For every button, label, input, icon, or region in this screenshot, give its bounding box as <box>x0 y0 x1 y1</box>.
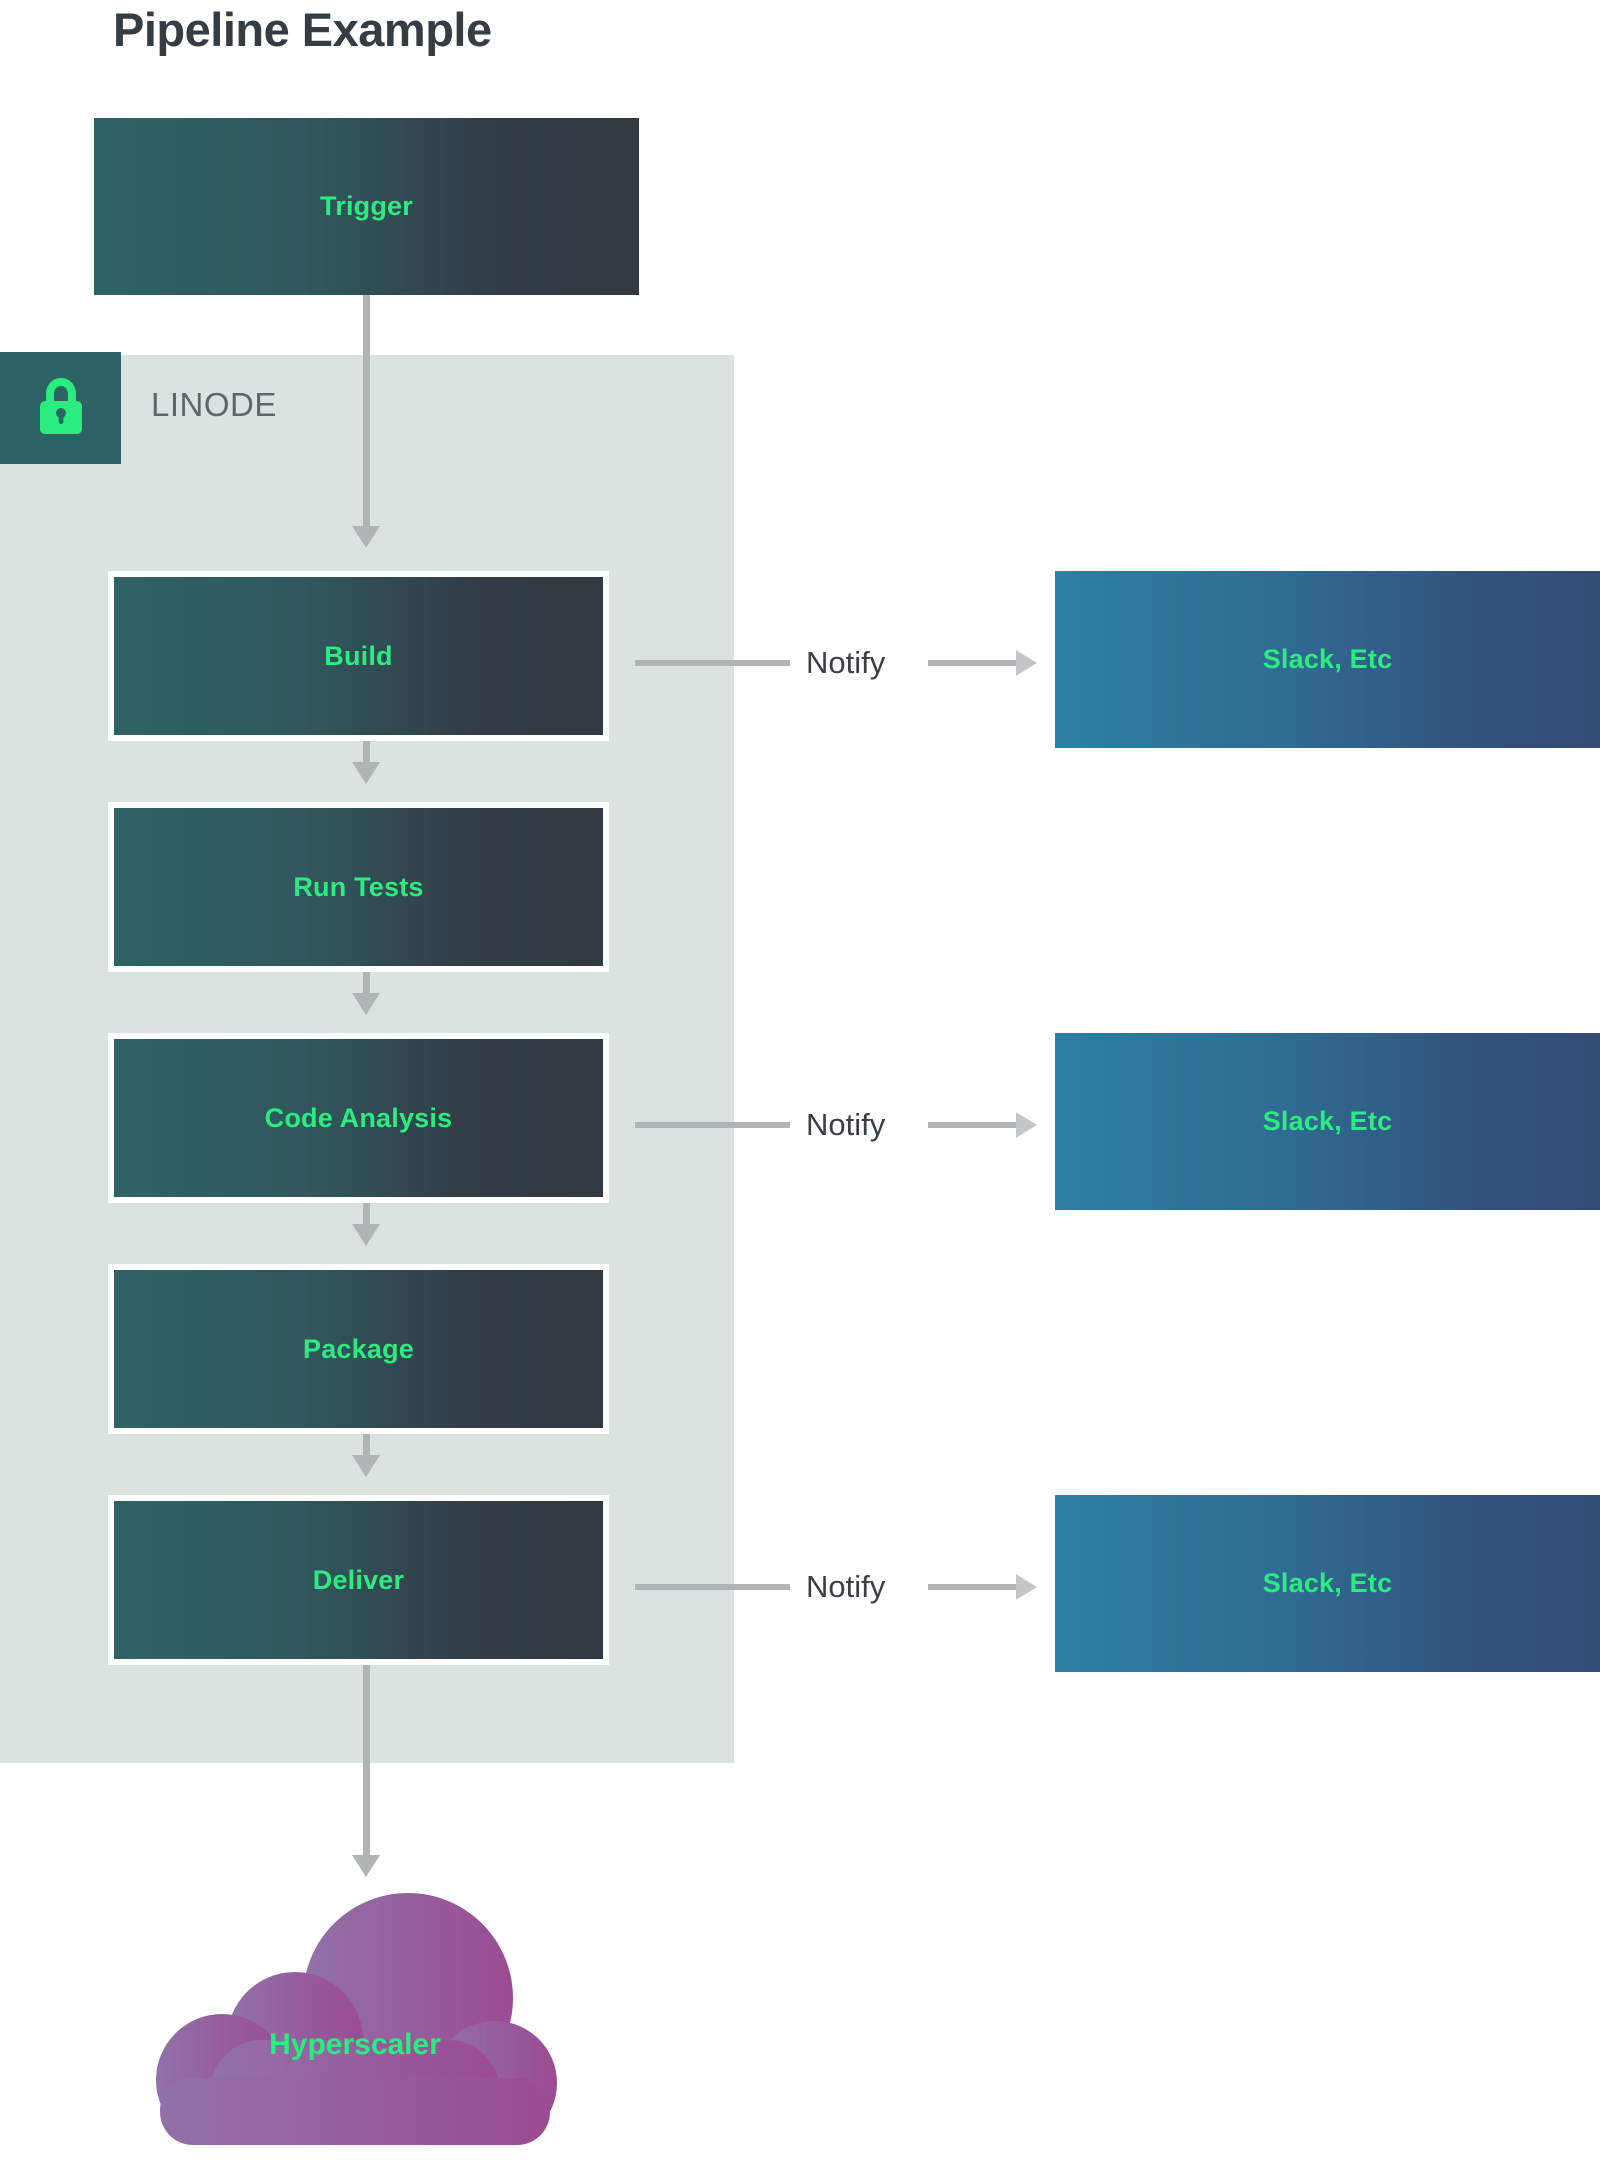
node-slack-2-label: Slack, Etc <box>1262 1106 1393 1136</box>
arrowhead-notify-2 <box>1016 1112 1037 1138</box>
node-deliver-label: Deliver <box>312 1564 405 1595</box>
notify-line-right-2 <box>928 1122 1018 1128</box>
notify-line-right-1 <box>928 660 1018 666</box>
notify-line-left-2 <box>635 1122 790 1128</box>
arrowhead-deliver-to-cloud <box>352 1855 380 1877</box>
node-code-analysis-label: Code Analysis <box>264 1102 453 1133</box>
node-slack-1-label: Slack, Etc <box>1262 644 1393 674</box>
cloud-icon <box>156 1893 557 2146</box>
node-hyperscaler-label: Hyperscaler <box>269 2028 441 2061</box>
node-code-analysis-inner: Code Analysis <box>114 1039 603 1197</box>
node-trigger-label: Trigger <box>320 191 413 221</box>
node-slack-1[interactable]: Slack, Etc <box>1055 571 1600 748</box>
node-package-label: Package <box>303 1333 414 1364</box>
node-trigger[interactable]: Trigger <box>94 118 639 295</box>
page-title: Pipeline Example <box>113 3 492 56</box>
notify-label-3: Notify <box>806 1569 886 1604</box>
arrowhead-build-to-runtests <box>352 762 380 784</box>
node-slack-2[interactable]: Slack, Etc <box>1055 1033 1600 1210</box>
linode-badge <box>0 352 121 464</box>
connector-package-to-deliver <box>363 1434 370 1470</box>
connector-build-to-runtests <box>363 741 370 777</box>
arrowhead-trigger-to-build <box>352 526 380 548</box>
notify-line-right-3 <box>928 1584 1018 1590</box>
node-deliver-inner: Deliver <box>114 1501 603 1659</box>
lock-icon <box>33 375 89 442</box>
notify-line-left-3 <box>635 1584 790 1590</box>
arrowhead-notify-3 <box>1016 1574 1037 1600</box>
notify-label-2: Notify <box>806 1107 886 1142</box>
node-deliver[interactable]: Deliver <box>108 1495 609 1665</box>
node-package[interactable]: Package <box>108 1264 609 1434</box>
node-build-inner: Build <box>114 577 603 735</box>
arrowhead-runtests-to-codeanalysis <box>352 993 380 1015</box>
notify-label-1: Notify <box>806 645 886 680</box>
node-build[interactable]: Build <box>108 571 609 741</box>
connector-trigger-to-build <box>363 295 370 540</box>
node-run-tests[interactable]: Run Tests <box>108 802 609 972</box>
arrowhead-package-to-deliver <box>352 1455 380 1477</box>
node-code-analysis[interactable]: Code Analysis <box>108 1033 609 1203</box>
linode-zone-label: LINODE <box>151 386 277 423</box>
node-hyperscaler[interactable]: Hyperscaler <box>140 1880 570 2146</box>
node-build-label: Build <box>324 640 393 671</box>
connector-runtests-to-codeanalysis <box>363 972 370 1008</box>
node-slack-3[interactable]: Slack, Etc <box>1055 1495 1600 1672</box>
node-package-inner: Package <box>114 1270 603 1428</box>
notify-line-left-1 <box>635 660 790 666</box>
node-run-tests-inner: Run Tests <box>114 808 603 966</box>
arrowhead-notify-1 <box>1016 650 1037 676</box>
connector-codeanalysis-to-package <box>363 1203 370 1239</box>
arrowhead-codeanalysis-to-package <box>352 1224 380 1246</box>
node-slack-3-label: Slack, Etc <box>1262 1568 1393 1598</box>
node-run-tests-label: Run Tests <box>293 871 424 902</box>
connector-deliver-to-cloud <box>363 1665 370 1870</box>
